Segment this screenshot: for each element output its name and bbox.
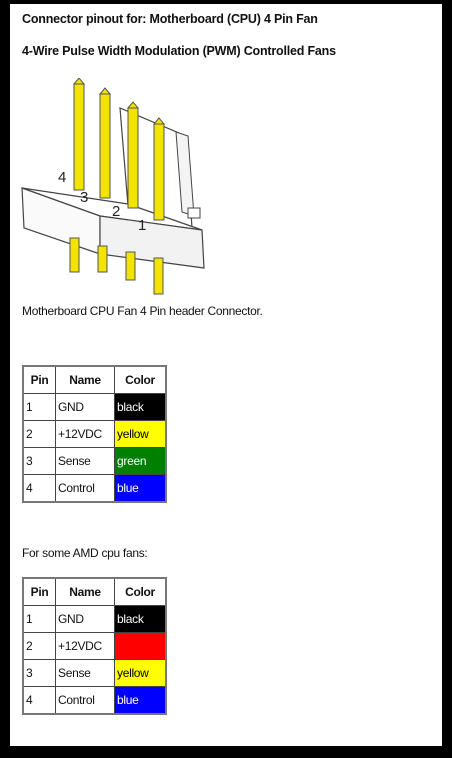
pin-label-3: 3 [80, 189, 88, 206]
pin-2-tip [126, 101, 140, 109]
cell-pin: 2 [22, 420, 56, 448]
table-row: 1 GND black [22, 393, 167, 421]
table-row: 4 Control blue [22, 686, 167, 715]
column-header-pin: Pin [22, 577, 56, 606]
cell-color: black [114, 605, 167, 633]
pin-stubs [69, 237, 164, 295]
pin-3-tip [98, 87, 112, 95]
column-header-name: Name [55, 577, 115, 606]
column-header-pin: Pin [22, 365, 56, 394]
pin-4 [73, 83, 85, 191]
table-row: 3 Sense green [22, 447, 167, 475]
content-frame: Connector pinout for: Motherboard (CPU) … [10, 4, 442, 746]
table-row: 3 Sense yellow [22, 659, 167, 687]
cell-color: green [114, 447, 167, 475]
pin-2 [127, 107, 139, 209]
column-header-name: Name [55, 365, 115, 394]
pins [72, 78, 166, 221]
pin-label-2: 2 [112, 203, 120, 220]
cell-name: +12VDC [55, 420, 115, 448]
pinout-table-standard: Pin Name Color 1 GND black 2 +12VDC yell… [22, 365, 167, 503]
connector-caption: Motherboard CPU Fan 4 Pin header Connect… [22, 304, 263, 318]
page-subtitle: 4-Wire Pulse Width Modulation (PWM) Cont… [22, 44, 336, 58]
cell-pin: 3 [22, 659, 56, 687]
pin-3 [99, 93, 111, 199]
latch-slot [187, 207, 201, 219]
cell-color: black [114, 393, 167, 421]
column-header-color: Color [114, 365, 167, 394]
cell-color: yellow [114, 420, 167, 448]
cell-pin: 1 [22, 605, 56, 633]
table-row: 2 +12VDC red [22, 632, 167, 660]
connector-diagram: 4 3 2 1 [21, 78, 205, 295]
cell-name: Sense [55, 659, 115, 687]
pinout-table-amd: Pin Name Color 1 GND black 2 +12VDC red … [22, 577, 167, 715]
pin-stub [69, 237, 80, 273]
cell-name: +12VDC [55, 632, 115, 660]
amd-caption: For some AMD cpu fans: [22, 546, 148, 560]
pin-label-1: 1 [138, 217, 146, 234]
pin-label-4: 4 [58, 169, 66, 186]
pin-4-tip [72, 78, 86, 85]
pin-1 [153, 123, 165, 221]
cell-color: red [114, 632, 167, 660]
pin-stub [125, 251, 136, 281]
cell-name: Sense [55, 447, 115, 475]
page-title: Connector pinout for: Motherboard (CPU) … [22, 12, 318, 26]
table-row: 4 Control blue [22, 474, 167, 503]
cell-pin: 1 [22, 393, 56, 421]
cell-pin: 4 [22, 474, 56, 503]
cell-color: blue [114, 474, 167, 503]
cell-name: GND [55, 393, 115, 421]
table-row: 1 GND black [22, 605, 167, 633]
cell-pin: 4 [22, 686, 56, 715]
table-header-row: Pin Name Color [22, 577, 167, 606]
pin-1-tip [152, 117, 166, 125]
column-header-color: Color [114, 577, 167, 606]
table-row: 2 +12VDC yellow [22, 420, 167, 448]
cell-name: Control [55, 686, 115, 715]
pin-stub [153, 257, 164, 295]
cell-pin: 2 [22, 632, 56, 660]
cell-color: yellow [114, 659, 167, 687]
cell-name: GND [55, 605, 115, 633]
cell-pin: 3 [22, 447, 56, 475]
cell-name: Control [55, 474, 115, 503]
pin-stub [97, 245, 108, 273]
cell-color: blue [114, 686, 167, 715]
table-header-row: Pin Name Color [22, 365, 167, 394]
